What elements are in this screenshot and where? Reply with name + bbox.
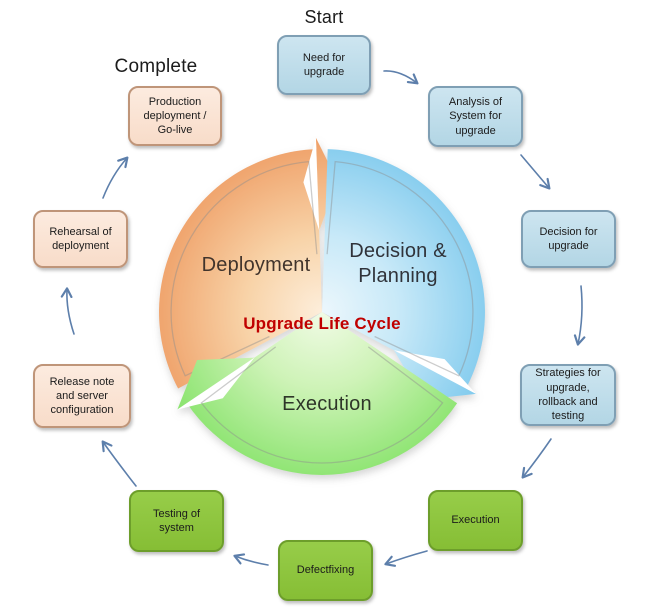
connector-need-to-analysis — [383, 70, 419, 85]
pie-segment-deployment — [159, 137, 338, 389]
step-rehearsal-of-deployment: Rehearsal of deployment — [33, 210, 128, 268]
step-decision-for-upgrade: Decision for upgrade — [521, 210, 616, 268]
segment-label-deployment: Deployment — [201, 254, 311, 276]
step-label: Testing of system — [152, 507, 201, 534]
connector-analysis-to-decision — [520, 154, 551, 190]
step-need-for-upgrade: Need for upgrade — [277, 35, 371, 95]
step-label: Defectfixing — [296, 564, 355, 577]
connector-strategies-to-execution — [521, 438, 552, 479]
decision-planning-segment-arrowhead — [394, 350, 476, 400]
step-label: Analysis of System for upgrade — [448, 96, 503, 137]
connector-defectfixing-to-testing — [233, 553, 269, 566]
execution-segment-arrowhead — [177, 357, 255, 410]
connector-decision-to-strategies — [573, 285, 586, 346]
step-label: Decision for upgrade — [539, 225, 598, 252]
complete-label: Complete — [114, 56, 198, 77]
step-label: Strategies for upgrade, rollback and tes… — [535, 367, 601, 423]
step-production-golive: Production deployment / Go-live — [128, 86, 222, 146]
step-label: Need for upgrade — [302, 51, 346, 78]
connector-release-to-rehearsal — [60, 287, 75, 335]
step-defectfixing: Defectfixing — [278, 540, 373, 601]
step-label: Production deployment / Go-live — [143, 95, 207, 137]
segment-label-execution: Execution — [282, 393, 372, 415]
segment-label-decision-planning: Decision & Planning — [349, 240, 447, 287]
start-label: Start — [304, 7, 344, 27]
connector-testing-to-release — [101, 440, 137, 487]
connector-execution-to-defectfixing — [384, 550, 428, 567]
step-release-note: Release note and server configuration — [33, 364, 131, 428]
pie-segment-decision-planning — [322, 149, 485, 400]
step-label: Release note and server configuration — [49, 375, 115, 417]
step-label: Rehearsal of deployment — [49, 225, 112, 252]
diagram-center-title: Upgrade Life Cycle — [243, 314, 401, 333]
step-execution: Execution — [428, 490, 523, 551]
step-testing-of-system: Testing of system — [129, 490, 224, 552]
connector-rehearsal-to-production — [102, 156, 129, 199]
step-analysis-of-system: Analysis of System for upgrade — [428, 86, 523, 147]
pie-segment-execution — [177, 312, 458, 476]
step-label: Execution — [451, 514, 500, 527]
step-strategies: Strategies for upgrade, rollback and tes… — [520, 364, 616, 426]
